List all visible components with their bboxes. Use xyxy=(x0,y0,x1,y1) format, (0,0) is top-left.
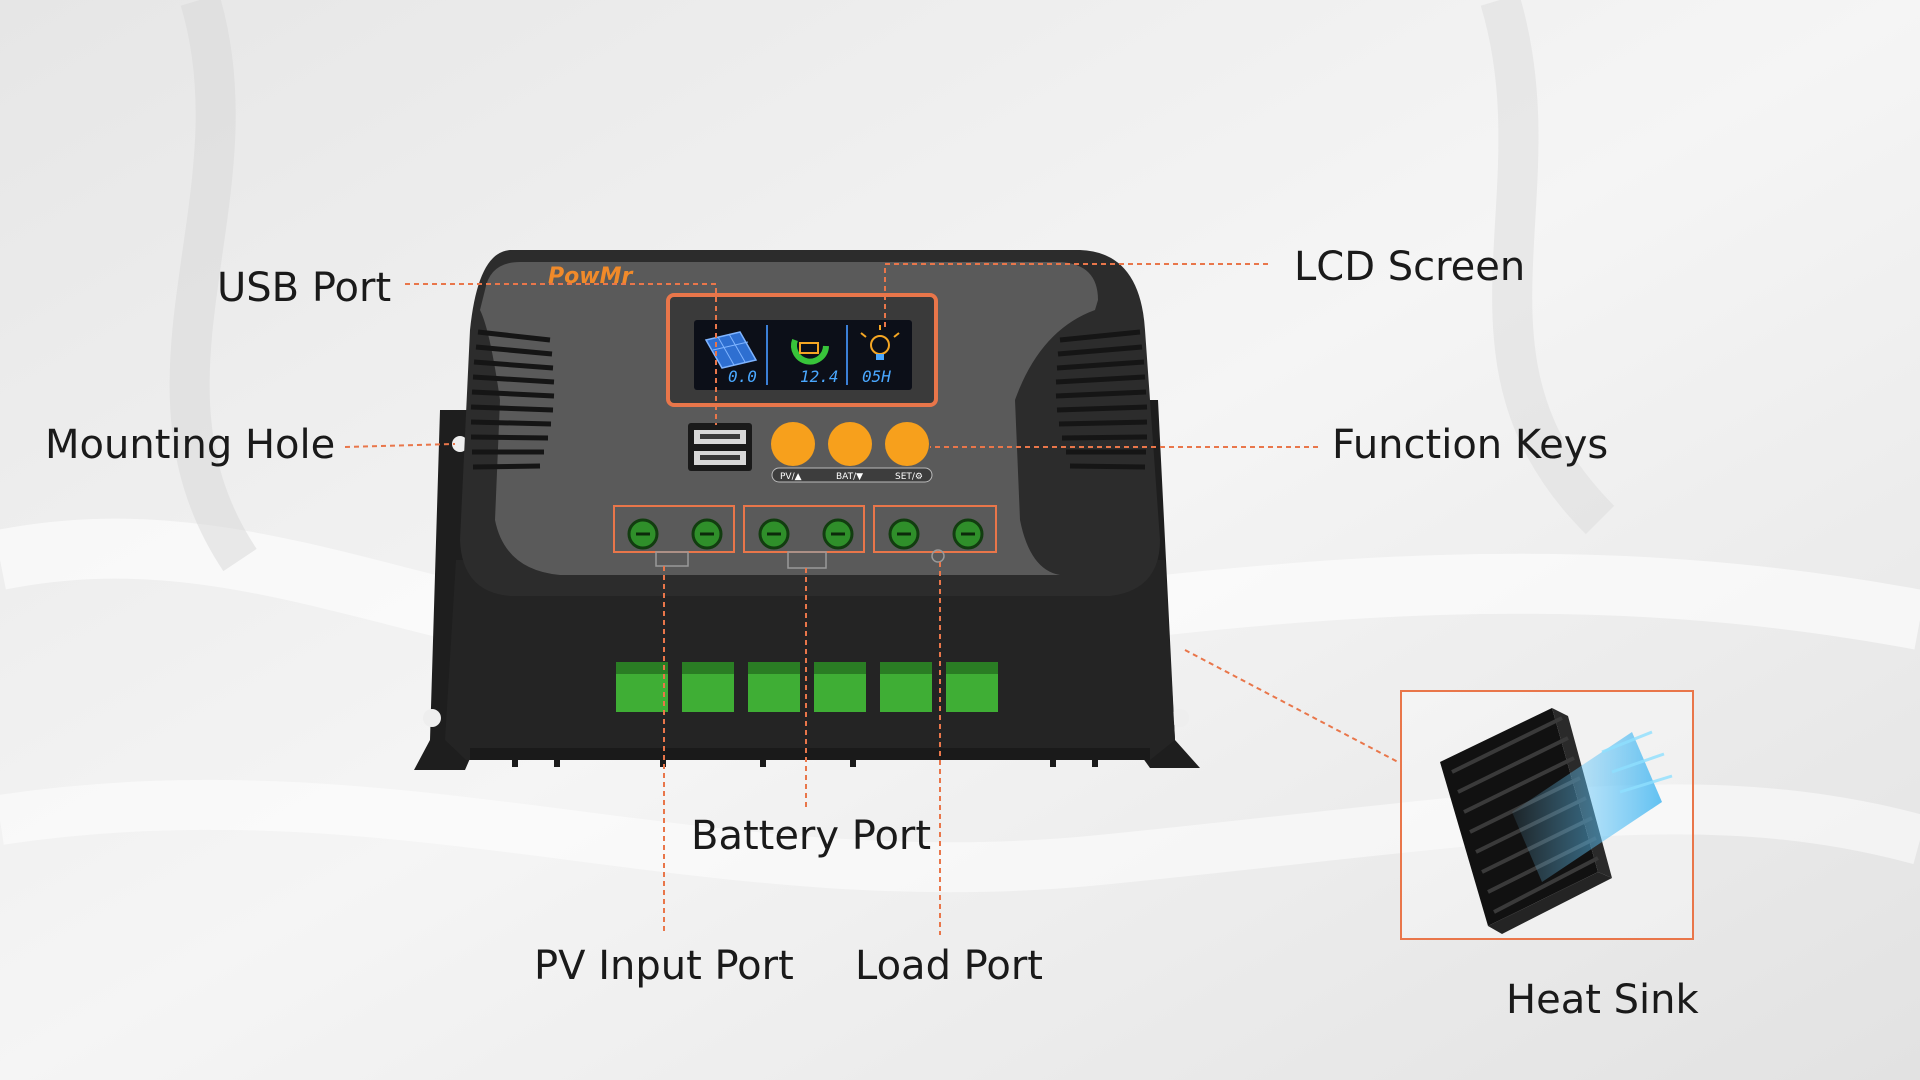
usb-port-label: USB Port xyxy=(217,265,392,311)
lcd-load-value: 05H xyxy=(862,367,891,386)
mounting-hole xyxy=(1171,709,1189,727)
usb-port-icon[interactable] xyxy=(688,423,752,471)
lcd-screen-label: LCD Screen xyxy=(1294,244,1526,290)
light-bulb-icon xyxy=(860,325,900,360)
mounting-hole xyxy=(452,436,468,452)
terminal-screws xyxy=(613,505,997,569)
battery-port-label: Battery Port xyxy=(691,813,932,859)
brand-logo: PowMr xyxy=(548,264,633,289)
bat-down-key[interactable] xyxy=(828,422,872,466)
lcd-battery-value: 12.4 xyxy=(800,367,839,386)
heat-sink-icon xyxy=(1440,708,1673,934)
pv-input-port-label: PV Input Port xyxy=(534,943,794,989)
function-keys-label: Function Keys xyxy=(1332,422,1609,468)
heat-sink-fins xyxy=(470,748,1150,767)
vent-right xyxy=(1055,329,1148,470)
set-key[interactable] xyxy=(885,422,929,466)
pv-up-key[interactable] xyxy=(771,422,815,466)
key-label-set: SET/⚙ xyxy=(895,472,923,482)
key-label-pv: PV/▲ xyxy=(780,472,802,482)
heat-sink-inset xyxy=(1400,690,1694,940)
heat-sink-label: Heat Sink xyxy=(1506,977,1699,1023)
lcd-screen xyxy=(694,320,912,390)
mounting-hole-label: Mounting Hole xyxy=(45,422,336,468)
lcd-pv-value: 0.0 xyxy=(728,367,757,386)
battery-cycle-icon xyxy=(791,338,829,365)
mounting-hole xyxy=(423,709,441,727)
terminal-blocks xyxy=(616,662,998,712)
key-label-bat: BAT/▼ xyxy=(836,472,863,482)
load-port-label: Load Port xyxy=(855,943,1043,989)
